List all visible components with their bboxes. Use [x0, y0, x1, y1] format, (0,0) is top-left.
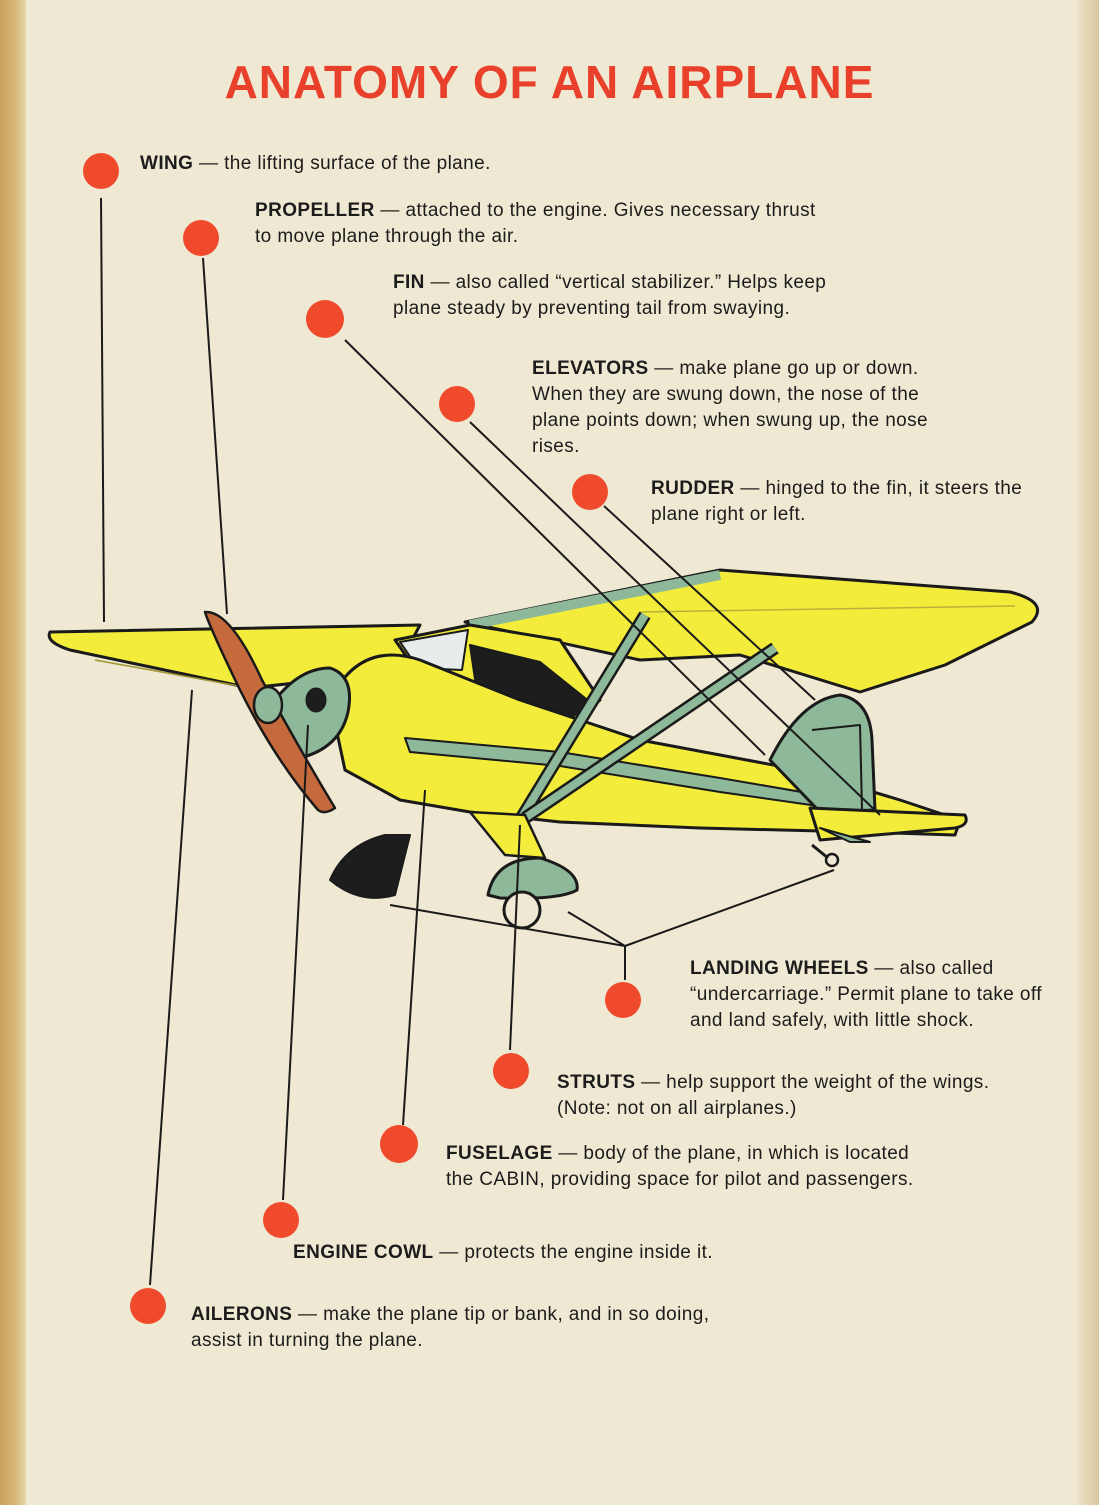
- term-rudder: RUDDER: [651, 478, 735, 499]
- near-wheel-pant: [329, 834, 411, 899]
- caption-fuselage: FUSELAGE — body of the plane, in which i…: [446, 1141, 916, 1193]
- term-elevators: ELEVATORS: [532, 358, 649, 379]
- page-edge: [1077, 0, 1099, 1505]
- desc-propeller: — attached to the engine. Gives necessar…: [255, 200, 816, 247]
- desc-ailerons: — make the plane tip or bank, and in so …: [191, 1304, 710, 1351]
- term-fuselage: FUSELAGE: [446, 1143, 553, 1164]
- caption-engine-cowl: ENGINE COWL — protects the engine inside…: [293, 1240, 853, 1266]
- leader-ailerons: [149, 689, 193, 1286]
- leader-lines: [100, 197, 881, 1286]
- caption-wing: WING — the lifting surface of the plane.: [140, 151, 660, 177]
- dot-ailerons: [130, 1288, 166, 1324]
- dot-elevators: [439, 386, 475, 422]
- landing-wheel: [486, 856, 579, 900]
- caption-landing-wheels: LANDING WHEELS — also called “undercarri…: [690, 956, 1075, 1034]
- desc-rudder: — hinged to the fin, it steers the plane…: [651, 478, 1023, 525]
- caption-struts: STRUTS — help support the weight of the …: [557, 1070, 1027, 1122]
- term-engine-cowl: ENGINE COWL: [293, 1242, 434, 1263]
- leader-fuselage: [402, 789, 426, 1126]
- dot-wing: [83, 153, 119, 189]
- airplane-illustration: [47, 568, 1039, 930]
- leader-elevators: [469, 421, 881, 816]
- elevator: [808, 806, 968, 842]
- leader-rudder: [603, 505, 816, 701]
- term-struts: STRUTS: [557, 1072, 636, 1093]
- caption-fin: FIN — also called “vertical stabilizer.”…: [393, 270, 873, 322]
- dot-fuselage: [380, 1125, 418, 1163]
- desc-landing-wheels: — also called “undercarriage.” Permit pl…: [690, 958, 1042, 1031]
- caption-elevators: ELEVATORS — make plane go up or down. Wh…: [532, 356, 942, 460]
- caption-rudder: RUDDER — hinged to the fin, it steers th…: [651, 476, 1061, 528]
- book-spine: [0, 0, 26, 1505]
- desc-engine-cowl: — protects the engine inside it.: [433, 1242, 713, 1263]
- desc-fin: — also called “vertical stabilizer.” Hel…: [393, 272, 827, 319]
- dot-propeller: [183, 220, 219, 256]
- dot-fin: [306, 300, 344, 338]
- term-landing-wheels: LANDING WHEELS: [690, 958, 869, 979]
- desc-fuselage: — body of the plane, in which is located…: [446, 1143, 914, 1190]
- dot-landing-wheels: [605, 982, 641, 1018]
- leader-engine-cowl: [282, 724, 309, 1201]
- leader-propeller: [202, 257, 228, 615]
- desc-wing: — the lifting surface of the plane.: [193, 153, 491, 174]
- dot-struts: [493, 1053, 529, 1089]
- dot-engine-cowl: [263, 1202, 299, 1238]
- caption-ailerons: AILERONS — make the plane tip or bank, a…: [191, 1302, 751, 1354]
- term-fin: FIN: [393, 272, 425, 293]
- term-ailerons: AILERONS: [191, 1304, 293, 1325]
- leader-landing-wheels: [389, 869, 835, 980]
- desc-elevators: — make plane go up or down. When they ar…: [532, 358, 929, 457]
- desc-struts: — help support the weight of the wings. …: [557, 1072, 990, 1119]
- leader-fin: [344, 339, 766, 756]
- caption-propeller: PROPELLER — attached to the engine. Give…: [255, 198, 835, 250]
- dot-rudder: [572, 474, 608, 510]
- term-propeller: PROPELLER: [255, 200, 375, 221]
- term-wing: WING: [140, 153, 194, 174]
- page-title: ANATOMY OF AN AIRPLANE: [224, 56, 875, 108]
- leader-struts: [509, 824, 521, 1051]
- leader-wing: [100, 197, 105, 623]
- callout-dots: [83, 153, 641, 1324]
